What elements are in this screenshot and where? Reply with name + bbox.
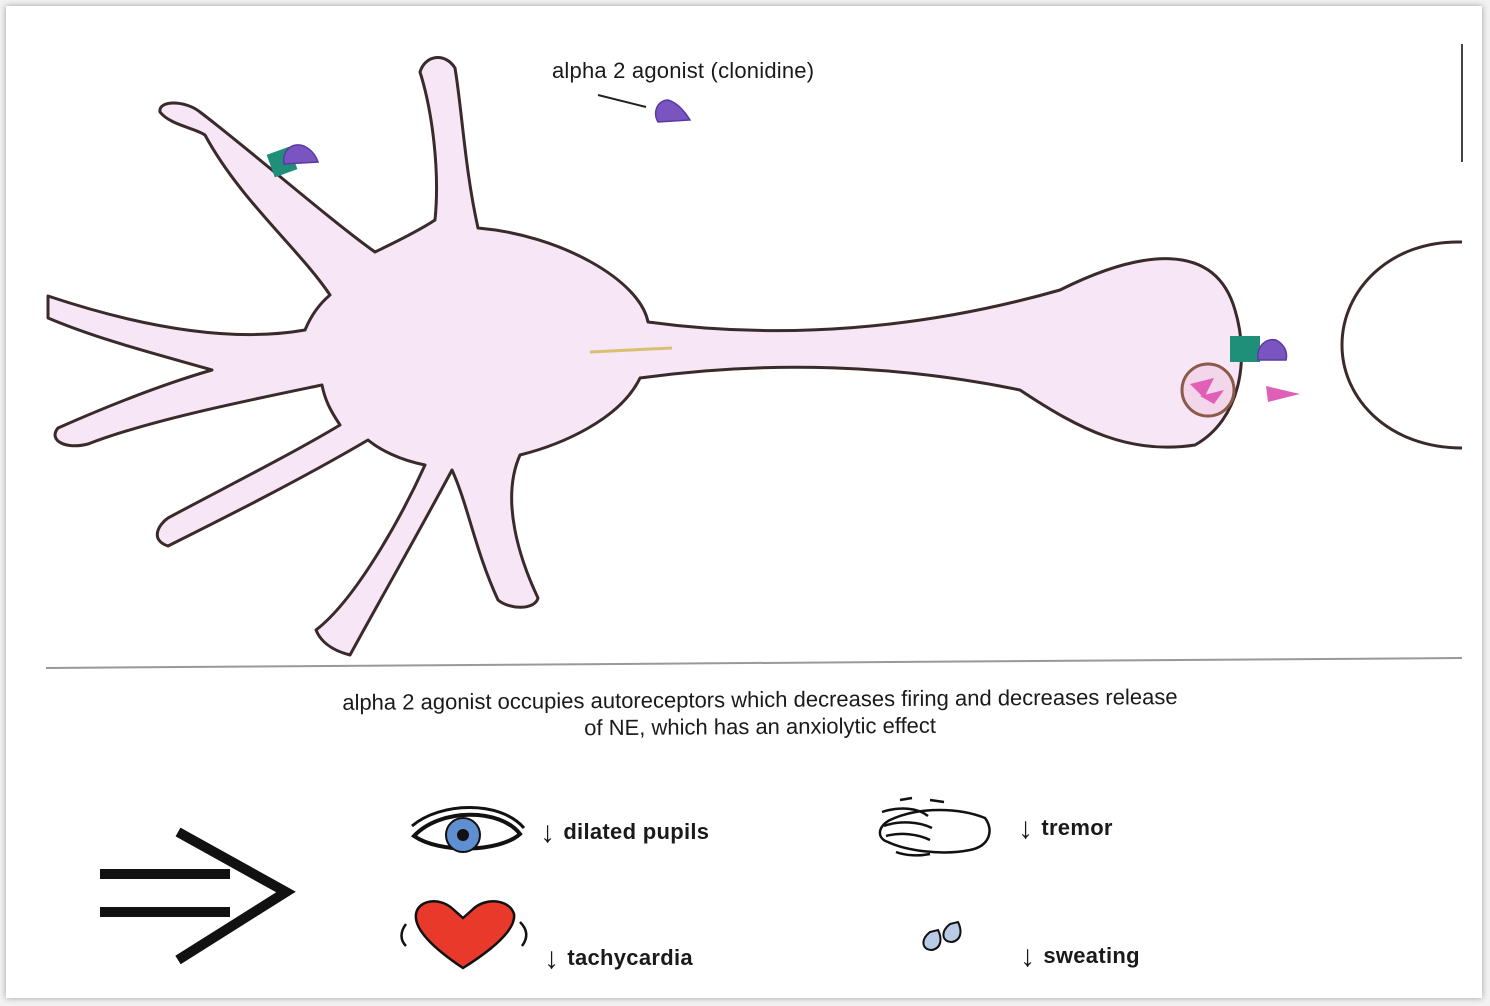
eye-icon [412, 808, 524, 853]
heart-icon [402, 901, 527, 968]
sweat-drops-icon [923, 922, 960, 950]
vesicle-icon [1182, 364, 1234, 416]
effect-label: tachycardia [567, 945, 693, 970]
neuron-cell [48, 57, 1242, 655]
caption: alpha 2 agonist occupies autoreceptors w… [100, 681, 1420, 744]
effect-tremor: ↓ tremor [1018, 812, 1113, 846]
ne-molecule-icon [1266, 386, 1300, 402]
down-arrow-icon: ↓ [544, 942, 559, 975]
drug-label: alpha 2 agonist (clonidine) [552, 58, 814, 84]
drug-molecule-icon [656, 100, 690, 122]
down-arrow-icon: ↓ [1020, 940, 1035, 973]
label-pointer [598, 95, 646, 107]
effect-label: dilated pupils [563, 819, 709, 844]
effect-label: sweating [1043, 943, 1140, 968]
effect-label: tremor [1041, 815, 1113, 840]
down-arrow-icon: ↓ [540, 816, 555, 849]
effect-dilated-pupils: ↓ dilated pupils [540, 816, 709, 850]
postsynaptic-cell [1342, 242, 1462, 448]
effect-tachycardia: ↓ tachycardia [544, 942, 693, 976]
terminal-autoreceptor-icon [1230, 336, 1287, 362]
implies-arrow-icon [100, 832, 286, 960]
divider-line [46, 658, 1462, 668]
down-arrow-icon: ↓ [1018, 812, 1033, 845]
hand-icon [880, 798, 990, 855]
dendrite-autoreceptor-icon [267, 145, 318, 177]
effect-sweating: ↓ sweating [1020, 940, 1140, 974]
